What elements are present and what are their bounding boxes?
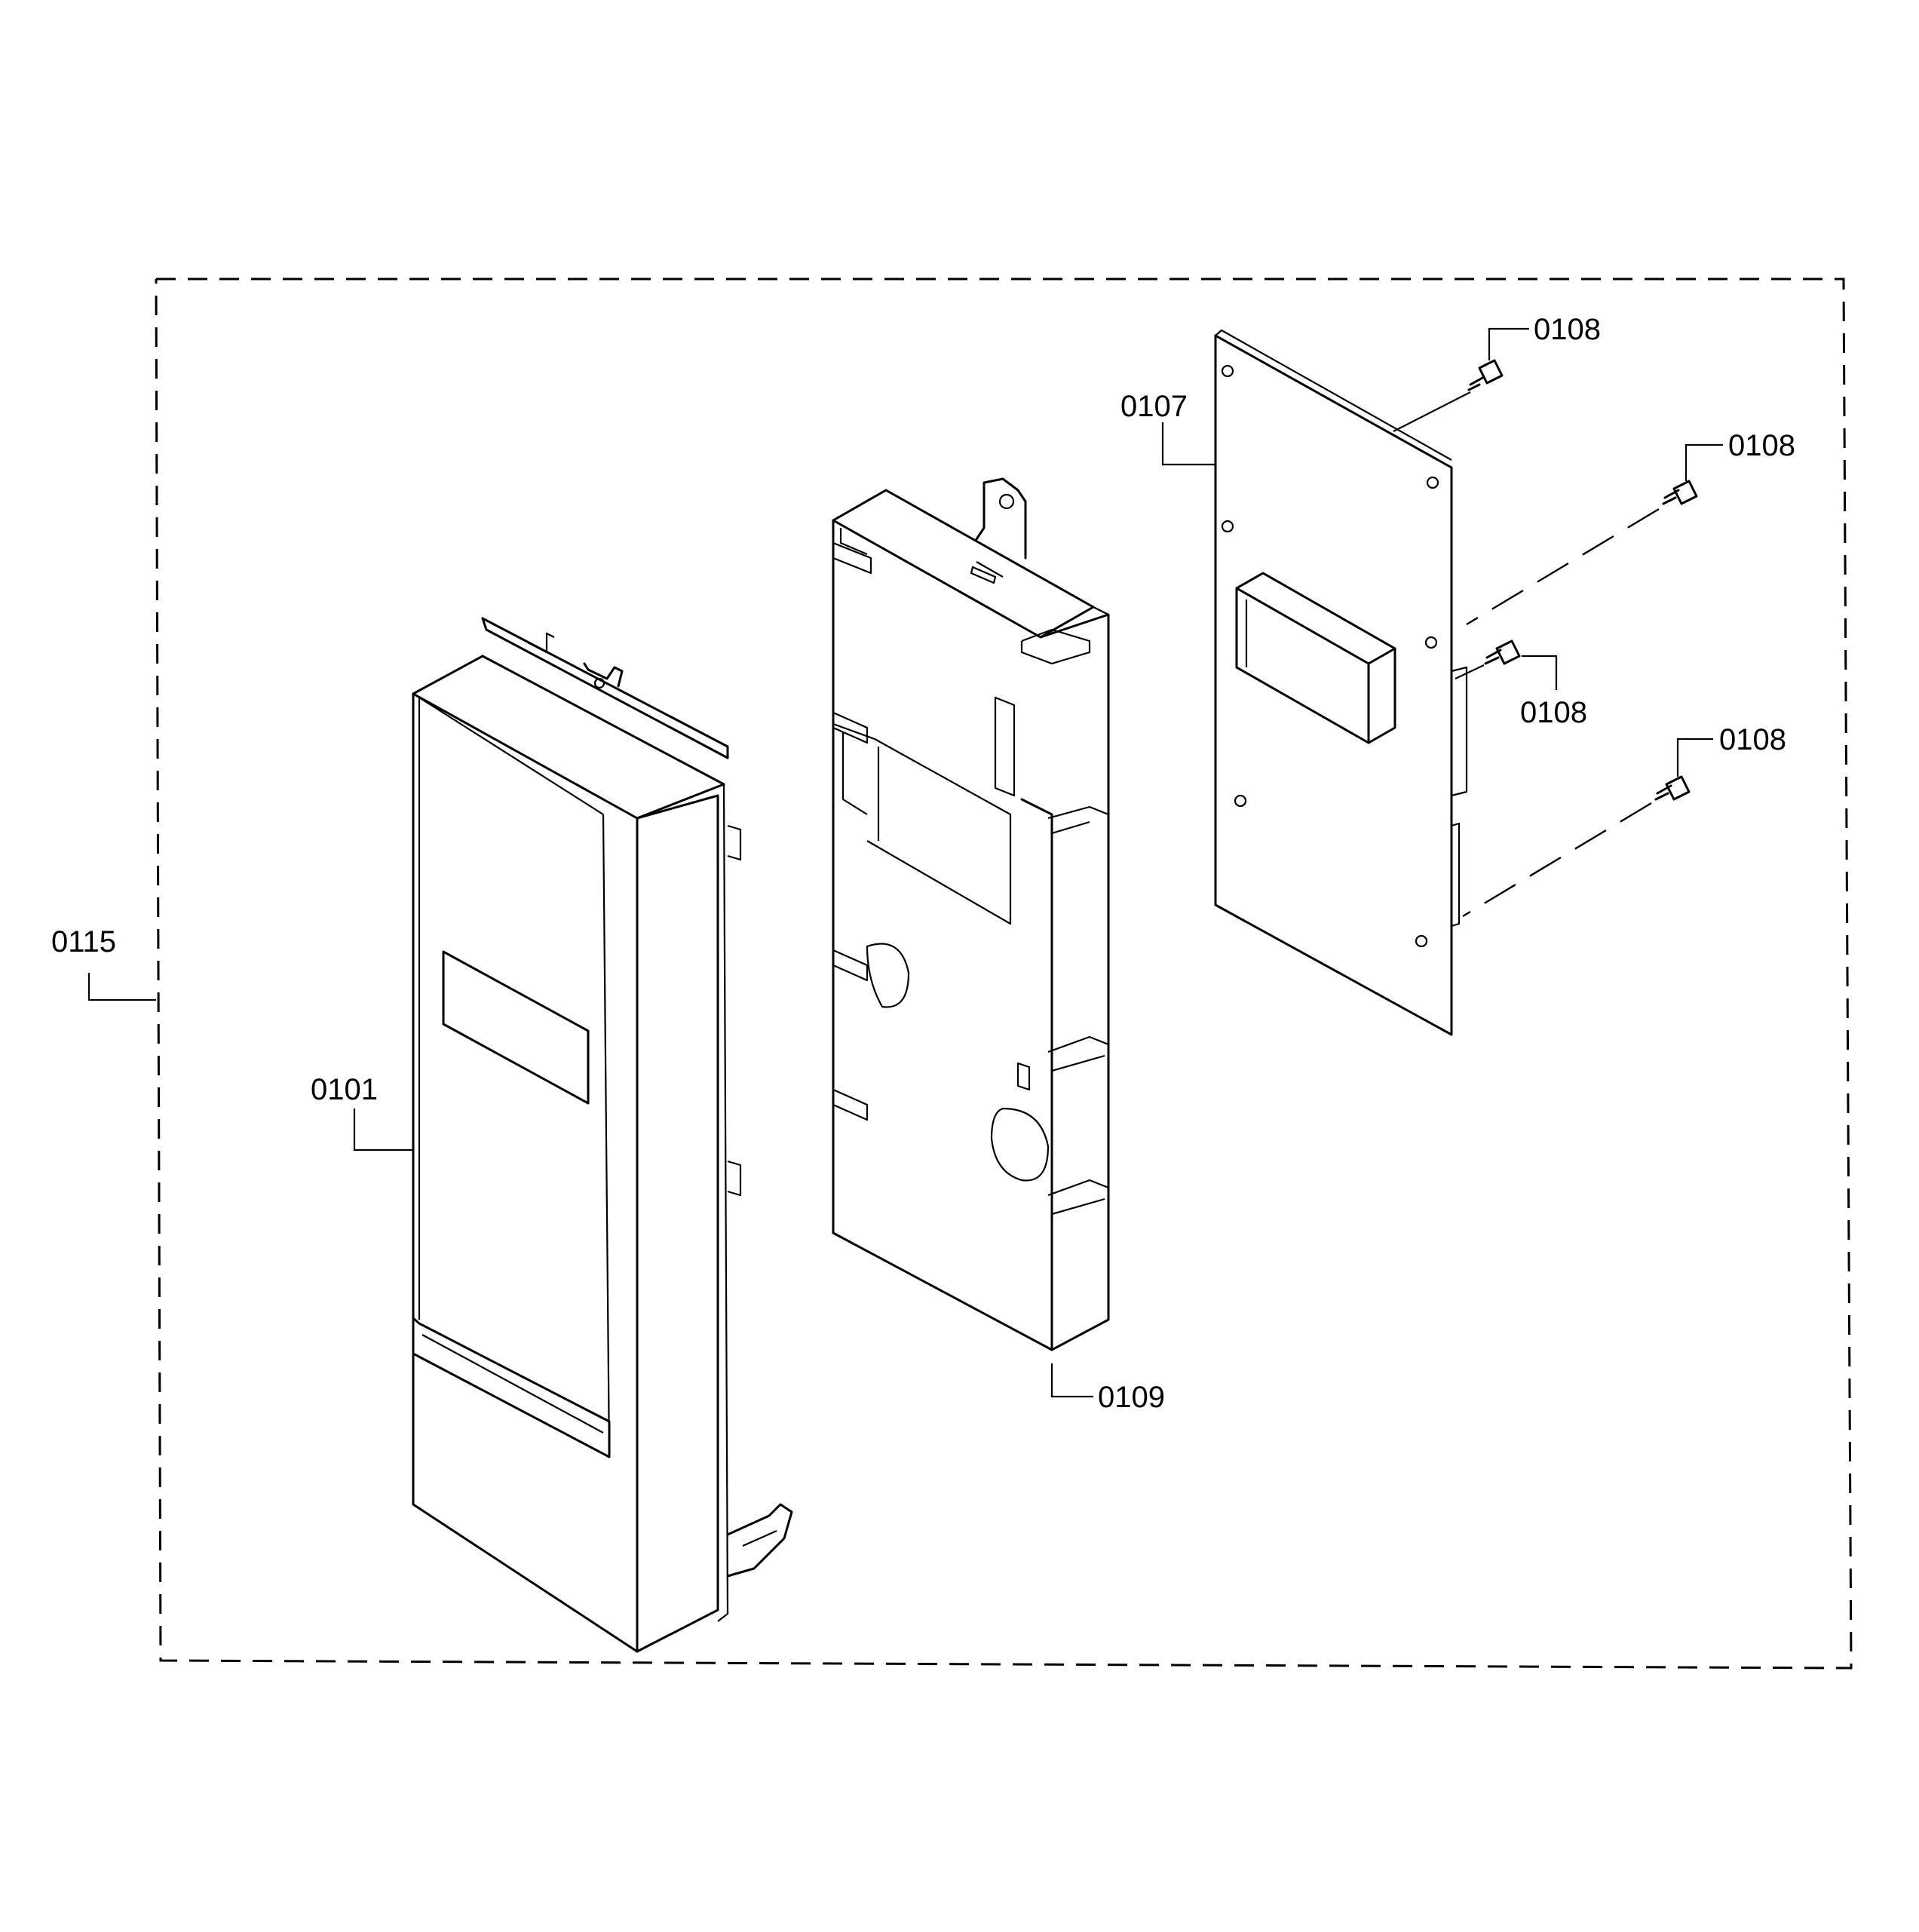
label-0108-3: 0108 xyxy=(1520,696,1587,729)
bracket-0109 xyxy=(832,477,1110,1351)
front-panel-0101 xyxy=(412,617,793,1653)
label-0108-2: 0108 xyxy=(1728,429,1795,462)
part-labels: 0115 0101 0109 0107 0108 0108 0108 0108 xyxy=(51,313,1795,1414)
screw-0108-1 xyxy=(1467,359,1504,391)
assembly-boundary xyxy=(155,278,1853,1670)
screw-0108-4 xyxy=(1654,775,1691,801)
screw-axis-lines xyxy=(1393,391,1660,918)
label-0108-1: 0108 xyxy=(1534,313,1601,346)
screw-0108-3 xyxy=(1484,639,1521,665)
screw-0108-2 xyxy=(1662,480,1698,505)
label-0115: 0115 xyxy=(51,925,116,958)
label-0108-4: 0108 xyxy=(1719,723,1786,756)
label-0109: 0109 xyxy=(1098,1381,1165,1414)
pcb-0107 xyxy=(1214,329,1468,1036)
leader-lines xyxy=(87,327,1723,1398)
label-0101: 0101 xyxy=(311,1073,378,1106)
label-0107: 0107 xyxy=(1120,390,1188,423)
